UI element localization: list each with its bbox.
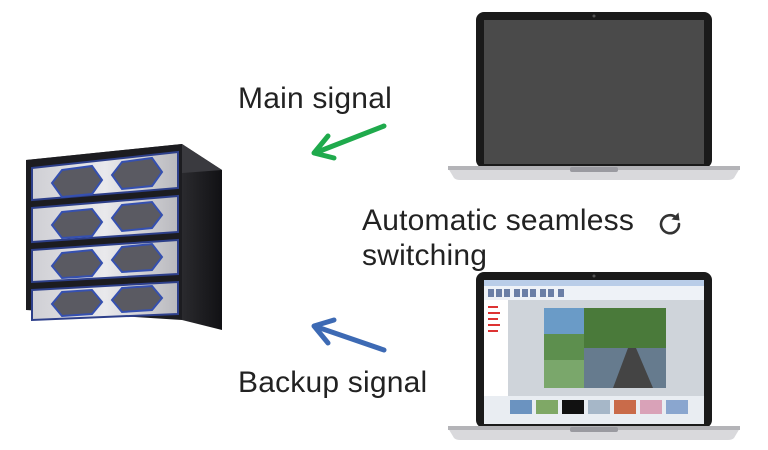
- rack-units: [31, 150, 179, 322]
- backup-signal-arrow-icon: [311, 317, 387, 353]
- main-signal-label: Main signal: [238, 82, 392, 115]
- switching-label-line1: Automatic seamless: [362, 204, 635, 237]
- video-processor-rack: [26, 144, 222, 330]
- switching-label: Automatic seamless switching: [362, 204, 634, 273]
- main-laptop: [448, 12, 740, 180]
- main-signal-arrow-icon: [311, 123, 387, 161]
- refresh-icon: [659, 212, 681, 235]
- backup-signal-label: Backup signal: [238, 366, 428, 399]
- backup-laptop: [448, 272, 740, 440]
- switching-label-line2: switching: [362, 238, 488, 272]
